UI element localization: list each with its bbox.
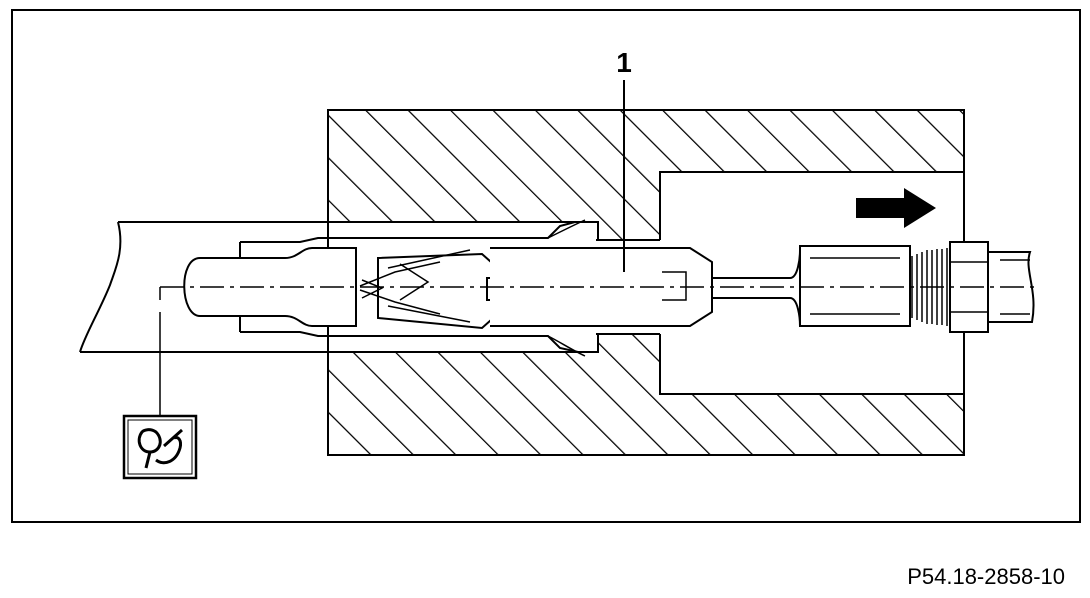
figure-code: P54.18-2858-10	[907, 564, 1065, 589]
callout-label: 1	[616, 47, 632, 78]
direction-arrow-right-icon	[856, 188, 936, 228]
wire-crimp	[799, 241, 1035, 333]
special-tool-symbol-icon	[122, 414, 198, 480]
diagram-frame	[11, 9, 1081, 523]
callout-1: 1	[616, 47, 632, 272]
locking-tangs	[359, 249, 510, 330]
left-cable-sleeve	[79, 221, 598, 353]
spreader-sleeve	[239, 219, 586, 357]
